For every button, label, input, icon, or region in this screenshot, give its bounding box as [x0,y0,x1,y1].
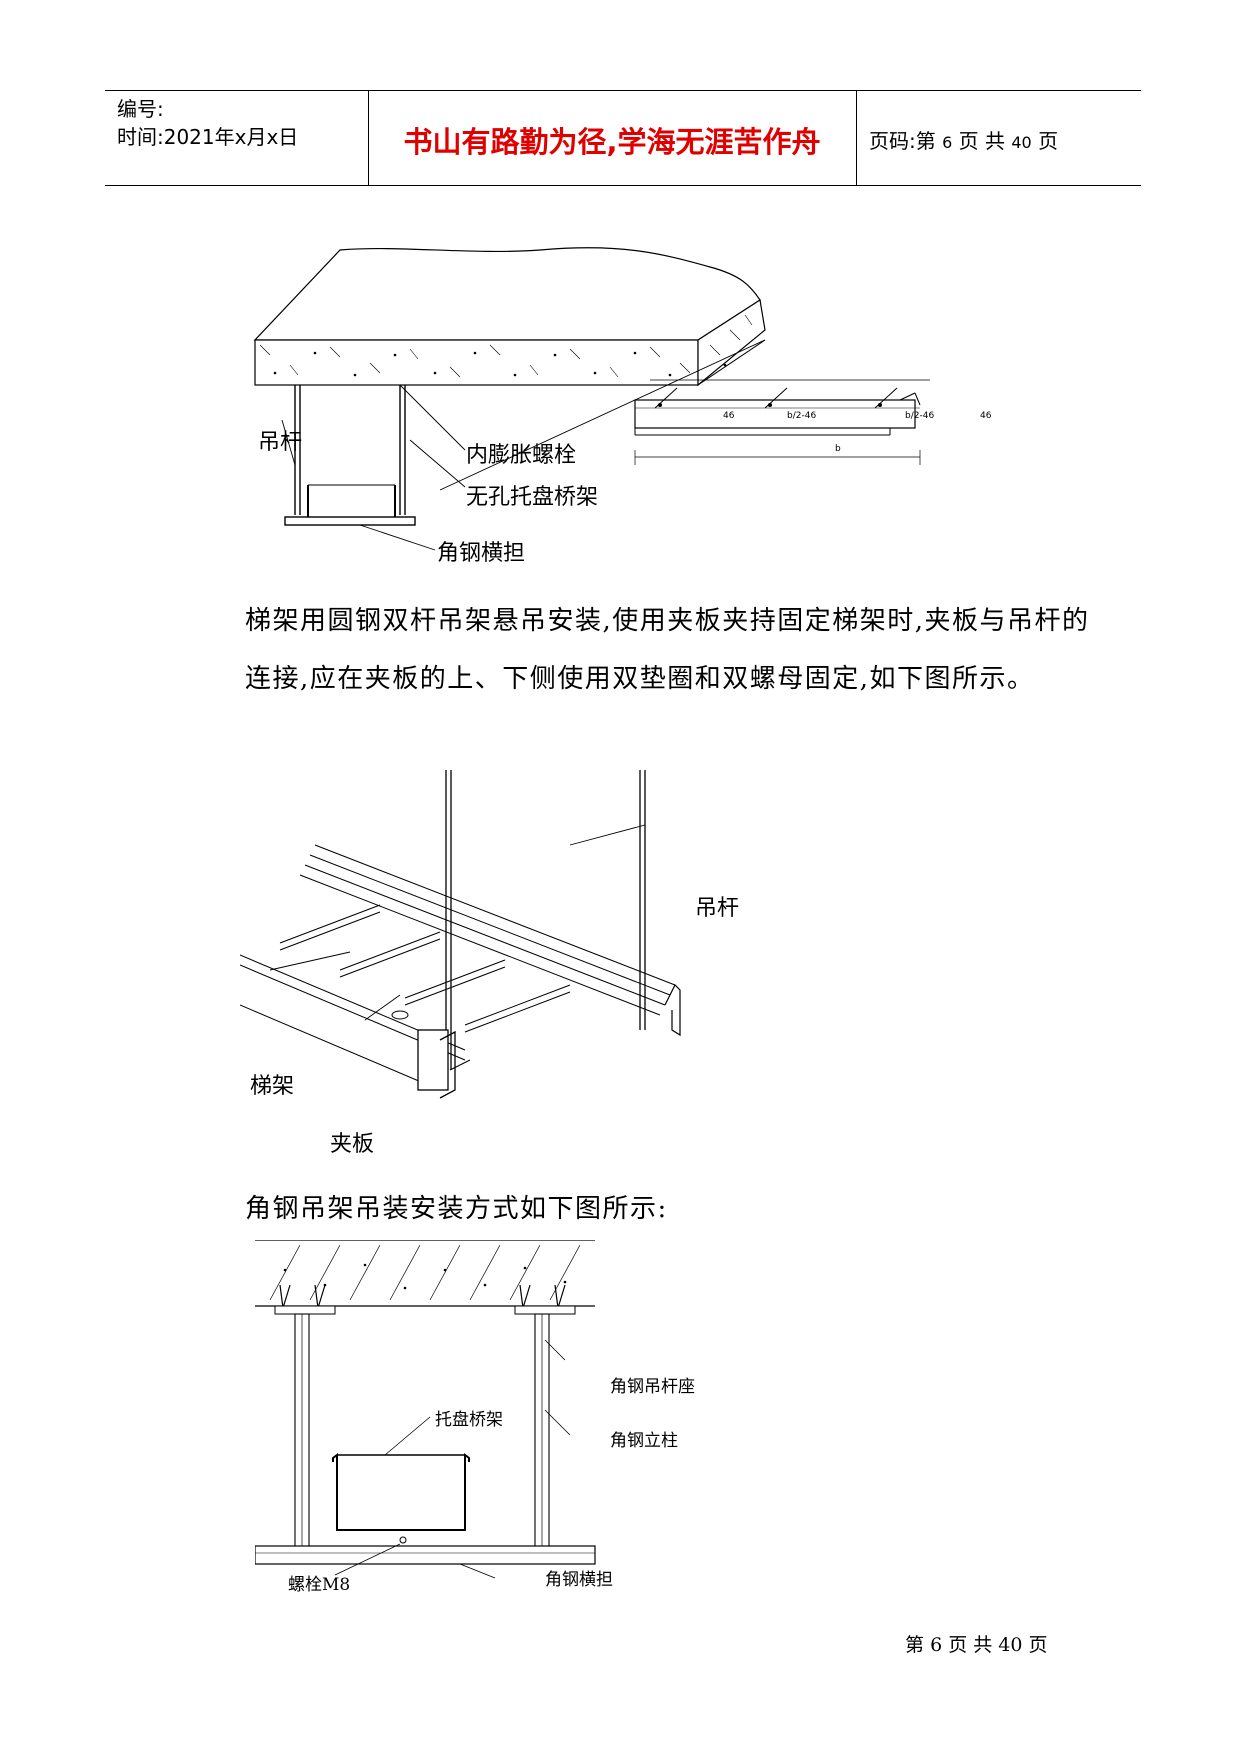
page-label-prefix: 页码:第 [869,129,936,153]
footer-suffix: 页 [1028,1634,1048,1656]
footer-total: 40 [998,1634,1023,1656]
label-angle-crossarm: 角钢横担 [437,541,526,566]
dim-46-right: 46 [980,411,992,421]
dim-half-b-1: b/2-46 [787,411,817,421]
label-crossarm-3: 角钢横担 [545,1570,613,1590]
label-tray: 无孔托盘桥架 [466,485,599,510]
page-label-mid: 页 共 [958,129,1006,153]
label-hanger-rod-1: 吊杆 [258,430,303,455]
page-header: 编号: 时间:2021年x月x日 书山有路勤为径,学海无涯苦作舟 页码:第 6 … [105,90,1141,186]
label-hanger-rod-2: 吊杆 [695,896,740,921]
label-tray-3: 托盘桥架 [435,1410,503,1430]
footer-current: 6 [930,1634,943,1656]
label-ladder: 梯架 [250,1074,295,1099]
dim-46-left: 46 [723,411,735,421]
paragraph-angle-hanger: 角钢吊架吊装安装方式如下图所示: [245,1194,668,1224]
dim-b: b [835,444,841,454]
label-expansion-bolt: 内膨胀螺栓 [466,443,577,468]
header-page-number: 页码:第 6 页 共 40 页 [869,125,1058,154]
figure-tray-hanger [253,247,930,551]
footer-mid: 页 共 [948,1634,993,1656]
footer-prefix: 第 [905,1634,925,1656]
dim-half-b-2: b/2-46 [905,411,935,421]
label-clamp: 夹板 [330,1132,375,1157]
time-label: 时间:2021年x月x日 [117,125,299,149]
figure-angle-hanger [255,1240,596,1579]
page-total: 40 [1011,133,1032,152]
header-motto: 书山有路勤为径,学海无涯苦作舟 [403,125,821,159]
paragraph-ladder-install: 梯架用圆钢双杆吊架悬吊安装,使用夹板夹持固定梯架时,夹板与吊杆的连接,应在夹板的… [245,606,1090,694]
header-page-cell: 页码:第 6 页 共 40 页 [856,91,1142,185]
page-label-end: 页 [1038,129,1059,153]
header-info-cell: 编号: 时间:2021年x月x日 [105,91,369,185]
label-bolt-m8: 螺栓M8 [288,1575,351,1595]
figure-ladder-clamp [240,770,681,1099]
number-label: 编号: [117,97,164,121]
page-footer: 第 6 页 共 40 页 [905,1630,1048,1657]
label-rod-seat: 角钢吊杆座 [610,1377,695,1397]
label-post: 角钢立柱 [610,1431,678,1451]
page-current: 6 [942,133,953,152]
